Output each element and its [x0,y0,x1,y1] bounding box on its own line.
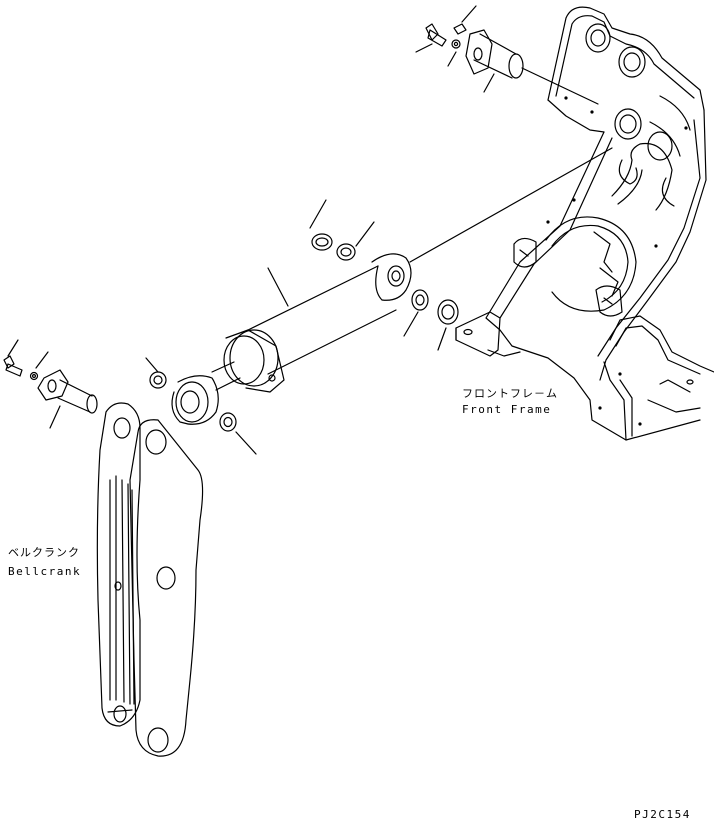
front-frame-label-jp: フロントフレ－ム [462,387,558,400]
front-frame-label-en: Front Frame [462,403,552,416]
bellcrank-label-jp: ベルクランク [8,546,80,559]
hydraulic-cylinder [145,147,613,455]
bellcrank-label-en: Bellcrank [8,565,82,578]
bellcrank-pin-assembly [3,339,98,429]
front-frame [455,6,714,441]
bellcrank [96,402,204,757]
top-pin-assembly [415,5,599,105]
drawing-code: PJ2C154 [634,808,691,821]
